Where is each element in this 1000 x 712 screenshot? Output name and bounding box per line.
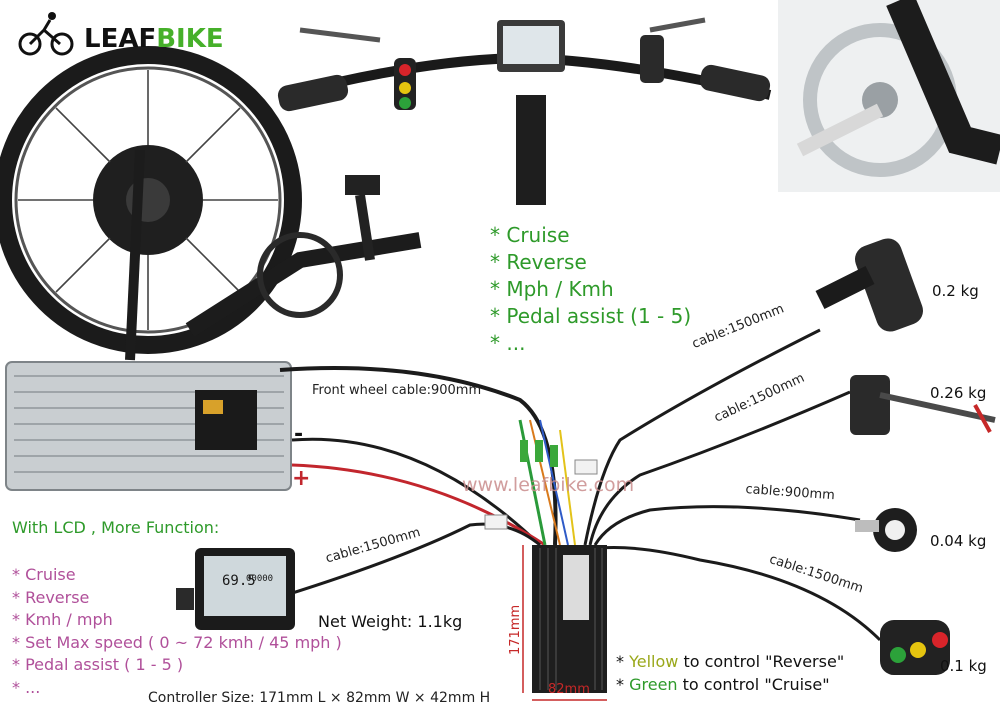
leafbike-logo bbox=[18, 12, 74, 56]
feature-item: * Cruise bbox=[490, 223, 570, 247]
feature-item: * ... bbox=[490, 331, 526, 355]
yellow-note-prefix: * bbox=[616, 652, 630, 671]
lcd-feature-item: * ... bbox=[12, 677, 41, 697]
lcd-feature-item: * Cruise bbox=[12, 565, 76, 584]
controller-height-label: 171mm bbox=[508, 604, 523, 655]
battery-negative-sign: - bbox=[294, 422, 304, 447]
yellow-note: * Yellow to control "Reverse" bbox=[616, 652, 844, 671]
brand-part-1: LEAF bbox=[84, 24, 157, 54]
battery-positive-sign: + bbox=[292, 466, 311, 491]
brand-part-2: BIKE bbox=[156, 24, 224, 54]
feature-list-top: * Cruise * Reverse * Mph / Kmh * Pedal a… bbox=[490, 222, 691, 357]
brake-photo bbox=[778, 0, 1000, 192]
watermark: www.leafbike.com bbox=[462, 474, 635, 496]
lcd-feature-item: * Reverse bbox=[12, 587, 90, 607]
brand-name: LEAFBIKE bbox=[84, 24, 224, 54]
lcd-feature-item: * Pedal assist ( 1 - 5 ) bbox=[12, 655, 184, 674]
battery-illustration bbox=[5, 361, 292, 491]
lcd-speed-readout: 69.5 bbox=[222, 573, 256, 589]
pas-sensor-illustration bbox=[855, 508, 917, 552]
wheel-photo bbox=[0, 46, 422, 361]
feature-item: * Mph / Kmh bbox=[490, 277, 614, 301]
handlebar-photo bbox=[277, 17, 772, 205]
lcd-feature-item: * Kmh / mph bbox=[12, 610, 113, 629]
green-note: * Green to control "Cruise" bbox=[616, 675, 830, 694]
throttle-illustration bbox=[815, 238, 923, 332]
lcd-heading: With LCD , More Function: bbox=[12, 518, 220, 537]
switch-weight: 0.1 kg bbox=[940, 657, 987, 675]
net-weight: Net Weight: 1.1kg bbox=[318, 612, 463, 631]
brake-lever-illustration bbox=[850, 375, 996, 435]
feature-item: * Pedal assist (1 - 5) bbox=[490, 304, 692, 328]
brake-weight: 0.26 kg bbox=[930, 384, 987, 402]
controller-width-label: 82mm bbox=[548, 682, 590, 697]
yellow-note-color: Yellow bbox=[629, 652, 679, 671]
lcd-feature-item: * Set Max speed ( 0 ~ 72 kmh / 45 mph ) bbox=[12, 632, 342, 652]
green-note-suffix: to control "Cruise" bbox=[677, 675, 830, 694]
yellow-note-suffix: to control "Reverse" bbox=[678, 652, 845, 671]
lcd-odometer-readout: 00000 bbox=[246, 574, 274, 584]
cables bbox=[269, 328, 882, 642]
front-wheel-cable-label: Front wheel cable:900mm bbox=[312, 383, 482, 398]
connectors bbox=[484, 440, 598, 530]
throttle-weight: 0.2 kg bbox=[932, 282, 979, 300]
lcd-illustration bbox=[176, 548, 295, 630]
controller-size: Controller Size: 171mm L × 82mm W × 42mm… bbox=[148, 690, 491, 706]
feature-item: * Reverse bbox=[490, 250, 587, 274]
lcd-feature-list: * Cruise * Reverse * Kmh / mph * Set Max… bbox=[12, 564, 342, 699]
controller-illustration bbox=[522, 545, 607, 701]
green-note-color: Green bbox=[629, 675, 678, 694]
sensor-weight: 0.04 kg bbox=[930, 532, 987, 550]
green-note-prefix: * bbox=[616, 675, 630, 694]
switch-illustration bbox=[880, 620, 950, 675]
